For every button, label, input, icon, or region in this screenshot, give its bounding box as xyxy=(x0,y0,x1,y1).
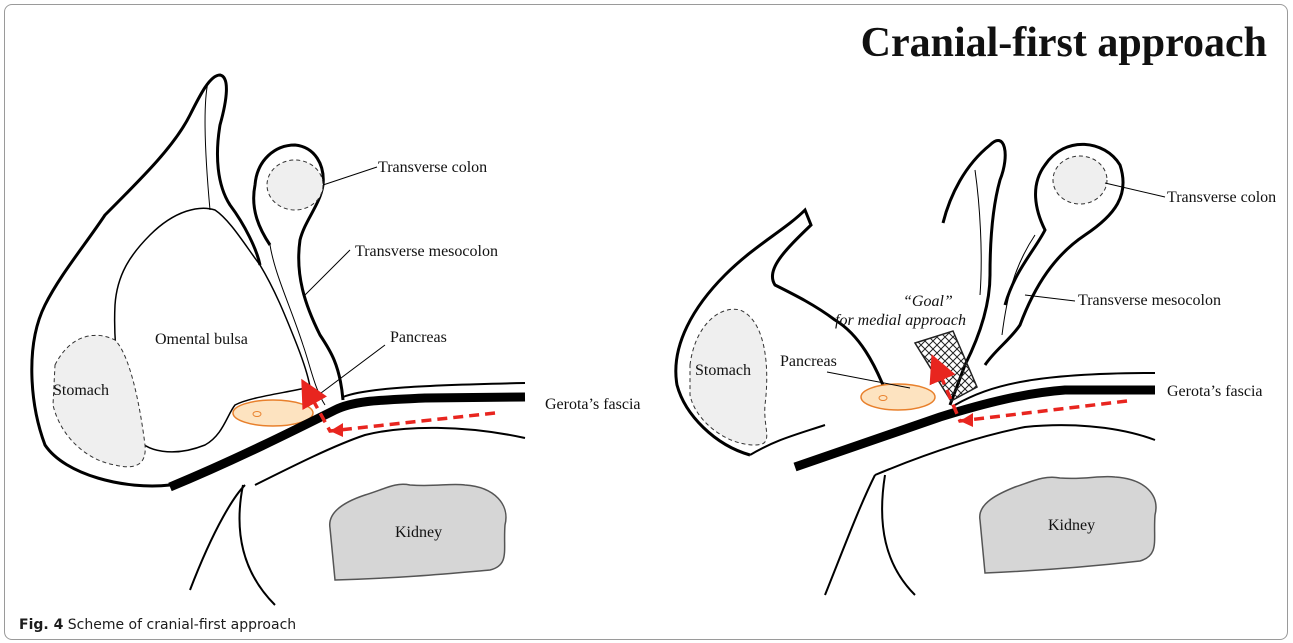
left-transverse-colon-lumen xyxy=(267,160,323,210)
right-transverse-mesocolon-label: Transverse mesocolon xyxy=(1078,292,1221,309)
right-goal-label-line2: for medial approach xyxy=(835,312,966,329)
right-pancreas-label: Pancreas xyxy=(780,353,837,370)
right-kidney-label: Kidney xyxy=(1048,517,1095,534)
anatomy-diagram: Transverse colon Transverse mesocolon Om… xyxy=(5,5,1288,640)
right-transverse-colon-lumen xyxy=(1053,156,1107,204)
right-gerotas-fascia xyxy=(795,390,1155,467)
figure-frame: Cranial-first approach xyxy=(4,4,1288,640)
left-panel: Transverse colon Transverse mesocolon Om… xyxy=(32,75,641,605)
right-stomach-label: Stomach xyxy=(695,362,751,379)
figure-label: Fig. 4 xyxy=(19,617,63,633)
figure-caption-text: Scheme of cranial-first approach xyxy=(68,617,296,633)
right-pancreas xyxy=(861,384,935,410)
left-kidney-label: Kidney xyxy=(395,524,442,541)
left-transverse-mesocolon-label: Transverse mesocolon xyxy=(355,243,498,260)
figure-caption: Fig. 4 Scheme of cranial-first approach xyxy=(19,617,296,633)
left-stomach xyxy=(53,335,145,466)
left-omental-bursa-label: Omental bulsa xyxy=(155,331,248,348)
left-omentum-line xyxy=(205,82,325,405)
left-transverse-colon-label: Transverse colon xyxy=(378,159,487,176)
left-pancreas-label: Pancreas xyxy=(390,329,447,346)
right-panel: Transverse colon Transverse mesocolon “G… xyxy=(676,140,1276,595)
right-transverse-colon-label: Transverse colon xyxy=(1167,189,1276,206)
left-stomach-label: Stomach xyxy=(53,382,109,399)
left-gerotas-fascia-label: Gerota’s fascia xyxy=(545,396,641,413)
right-goal-label-line1: “Goal” xyxy=(903,293,953,310)
right-gerotas-fascia-label: Gerota’s fascia xyxy=(1167,383,1263,400)
